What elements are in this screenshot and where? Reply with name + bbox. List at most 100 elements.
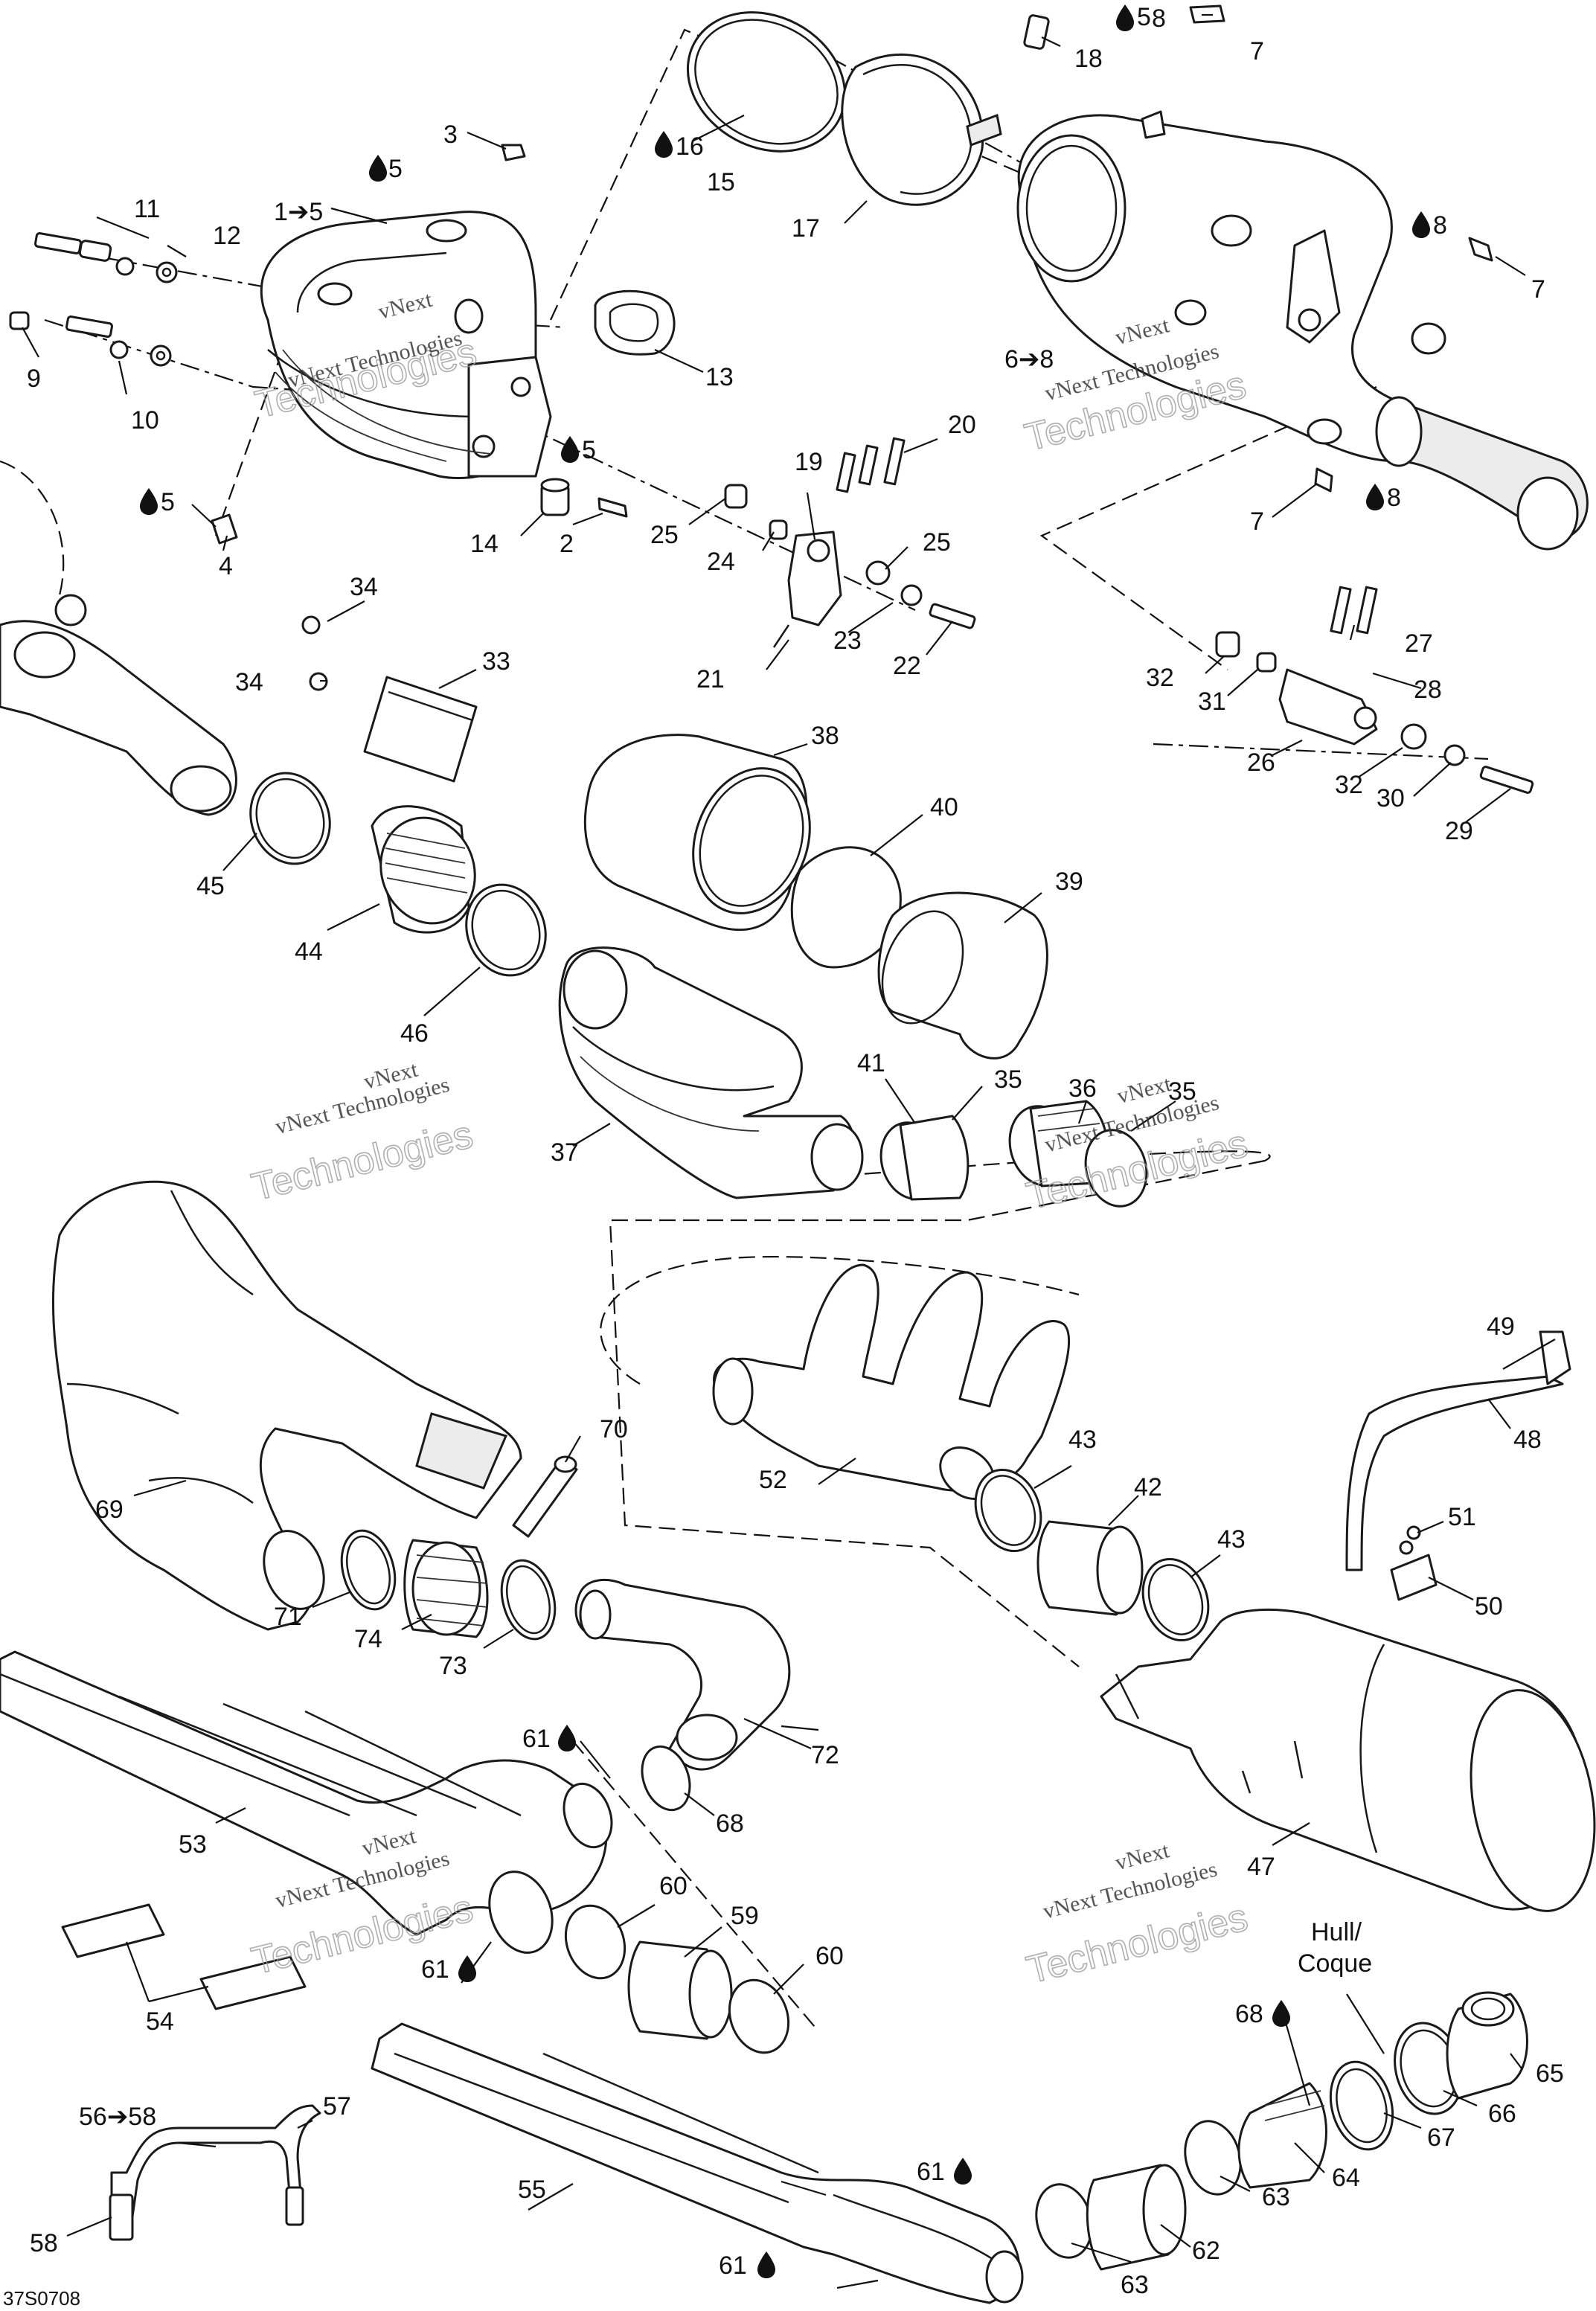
- drop-icon: [558, 1725, 576, 1751]
- callout-22: 22: [893, 652, 921, 680]
- callout-46: 46: [400, 1019, 429, 1048]
- muffler-housing-top: [1016, 4, 1589, 551]
- callout-8: 8: [1433, 211, 1447, 240]
- callout-35: 35: [1168, 1077, 1196, 1106]
- callout-59: 59: [731, 1902, 759, 1930]
- callout-12: 12: [213, 222, 241, 250]
- hose-44-clamps-45-46: [249, 772, 547, 977]
- callout-5: 5: [582, 436, 596, 464]
- callout-17: 17: [792, 214, 820, 243]
- callout-26: 26: [1247, 749, 1275, 777]
- callout-11: 11: [134, 195, 160, 223]
- cover-38-39-40: [583, 734, 1048, 1060]
- clamps-43-sleeve-42: [974, 1468, 1210, 1642]
- callout-14: 14: [470, 530, 499, 558]
- muffler-47: [1100, 1608, 1596, 1912]
- clamps-71-73-hose-74: [340, 1529, 557, 1641]
- callout-32: 32: [1146, 664, 1174, 692]
- callout-7: 7: [1531, 275, 1545, 304]
- callout-62: 62: [1192, 2237, 1220, 2265]
- strap-48-51: [1345, 1330, 1571, 1601]
- tailpipe-55: [371, 2022, 1024, 2304]
- callout-20: 20: [948, 411, 976, 439]
- callout-7: 7: [1250, 507, 1264, 536]
- callout-2: 2: [560, 530, 574, 558]
- label-leaders: [22, 13, 1556, 2289]
- callout-6-8: 6➔8: [1004, 345, 1054, 374]
- drop-icon: [369, 155, 387, 182]
- callout-66: 66: [1488, 2100, 1516, 2128]
- callout-60: 60: [815, 1942, 844, 1970]
- callout-57: 57: [323, 2092, 351, 2121]
- callout-61: 61: [522, 1725, 551, 1753]
- coque-label: Coque: [1298, 1949, 1372, 1978]
- callout-18: 18: [1074, 45, 1103, 73]
- bracket-19-25: [724, 437, 976, 648]
- callout-19: 19: [795, 448, 823, 476]
- tags-54: [61, 1903, 307, 2010]
- strap-56-58: [109, 2104, 321, 2241]
- gasket-13: [594, 289, 676, 356]
- callout-61: 61: [719, 2251, 747, 2280]
- callout-10: 10: [131, 406, 159, 435]
- callout-4: 4: [219, 552, 233, 580]
- callout-40: 40: [930, 793, 958, 821]
- part-70: [512, 1455, 578, 1538]
- callout-43: 43: [1068, 1426, 1097, 1454]
- pipe-72: [574, 1578, 791, 1771]
- bracket-26-32: [1215, 586, 1534, 794]
- callout-61: 61: [421, 1955, 449, 1984]
- drop-icon: [655, 131, 673, 158]
- callout-39: 39: [1055, 868, 1083, 896]
- callout-37: 37: [551, 1138, 579, 1167]
- exhaust-tube-53: [0, 1650, 613, 1954]
- callout-63: 63: [1262, 2183, 1290, 2211]
- callout-49: 49: [1487, 1312, 1515, 1341]
- callout-1-5: 1➔5: [274, 198, 323, 226]
- exhaust-manifold: [260, 211, 552, 480]
- callout-55: 55: [518, 2176, 546, 2204]
- drop-icon: [458, 1955, 476, 1982]
- callout-31: 31: [1198, 687, 1226, 716]
- drop-icon: [561, 436, 579, 463]
- sleeves-35-36-41: [879, 1100, 1148, 1208]
- callout-5: 5: [161, 488, 175, 516]
- callout-73: 73: [439, 1652, 467, 1680]
- callout-13: 13: [705, 363, 734, 391]
- callout-42: 42: [1134, 1473, 1162, 1501]
- callout-50: 50: [1475, 1592, 1503, 1621]
- callout-70: 70: [600, 1415, 628, 1443]
- callout-68: 68: [716, 1810, 744, 1838]
- lubricant-drop-icons: [140, 4, 1430, 2278]
- clamps-68-60-sleeve-59: [564, 1745, 790, 2054]
- callout-53: 53: [179, 1830, 207, 1859]
- callout-58: 58: [30, 2229, 58, 2257]
- callout-34: 34: [235, 668, 263, 696]
- callout-38: 38: [811, 722, 839, 750]
- small-parts-2-4-14: [211, 144, 628, 545]
- drop-icon: [1412, 211, 1430, 238]
- callout-21: 21: [696, 665, 725, 693]
- callout-16: 16: [676, 132, 704, 161]
- callout-5: 5: [1137, 3, 1151, 31]
- resonator-37: [558, 946, 864, 1199]
- callout-36: 36: [1068, 1074, 1097, 1103]
- callout-64: 64: [1332, 2164, 1360, 2192]
- drop-icon: [1272, 2000, 1290, 2027]
- bolts-left: [9, 232, 178, 367]
- callout-7: 7: [1250, 37, 1264, 65]
- callout-34: 34: [350, 573, 378, 601]
- callout-65: 65: [1536, 2060, 1564, 2088]
- callout-61: 61: [917, 2158, 945, 2186]
- callout-56-58: 56➔58: [79, 2103, 156, 2131]
- callout-25: 25: [650, 521, 679, 549]
- drop-icon: [140, 488, 158, 515]
- callout-8: 8: [1152, 4, 1166, 33]
- outlet-62-67: [1035, 1991, 1528, 2271]
- callout-54: 54: [146, 2007, 174, 2036]
- callout-28: 28: [1414, 676, 1442, 704]
- callout-68: 68: [1235, 2000, 1263, 2028]
- watermark-bottom-right: vNext Technologies vNext Technologies: [1022, 1838, 1252, 1993]
- callout-71: 71: [274, 1603, 302, 1631]
